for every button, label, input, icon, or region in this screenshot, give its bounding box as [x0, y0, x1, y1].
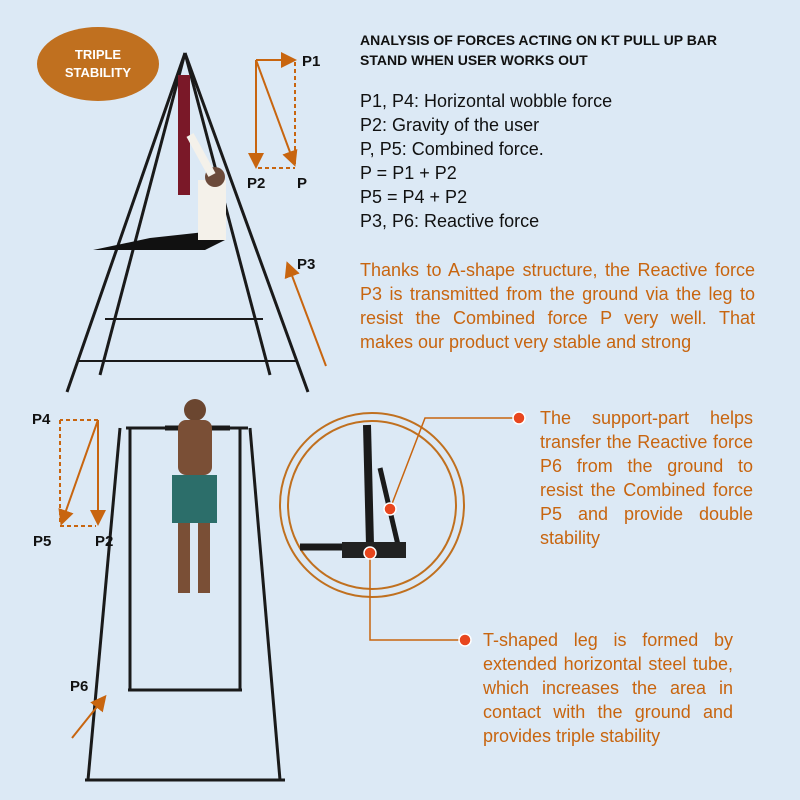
page-title: ANALYSIS OF FORCES ACTING ON KT PULL UP …	[360, 32, 718, 68]
force-diagram-p5	[58, 419, 107, 739]
label-p5: P5	[33, 533, 52, 550]
force-diagram-p	[248, 52, 327, 367]
a-frame-stand	[65, 52, 310, 393]
equation: P = P1 + P2	[360, 163, 457, 183]
marker-dot	[363, 546, 377, 560]
marker-dot	[512, 411, 526, 425]
triple-stability-badge: TRIPLE STABILITY	[37, 27, 159, 101]
force-legend: P1, P4: Horizontal wobble force P2: Grav…	[360, 89, 612, 233]
badge-line2: STABILITY	[64, 65, 132, 80]
detail-circle	[279, 411, 526, 647]
pull-up-bar-stand	[85, 425, 285, 782]
pull-up-man	[172, 399, 217, 593]
equation: P1, P4: Horizontal wobble force	[360, 91, 613, 111]
support-part-callout: The support-part helps transfer the Reac…	[540, 408, 753, 548]
label-p6: P6	[70, 678, 89, 695]
equation: P3, P6: Reactive force	[360, 211, 540, 231]
equation: P2: Gravity of the user	[360, 115, 540, 135]
label-p2-bottom: P2	[95, 533, 114, 550]
marker-dot	[383, 502, 397, 516]
a-shape-paragraph: Thanks to A-shape structure, the Reactiv…	[360, 260, 755, 352]
marker-dot	[458, 633, 472, 647]
label-p1: P1	[302, 53, 321, 70]
label-p: P	[297, 175, 308, 192]
label-p3: P3	[297, 256, 316, 273]
aerial-yoga-user	[93, 75, 226, 250]
equation: P5 = P4 + P2	[360, 187, 468, 207]
equation: P, P5: Combined force.	[360, 139, 544, 159]
label-p2: P2	[247, 175, 266, 192]
badge-line1: TRIPLE	[74, 47, 122, 62]
label-p4: P4	[32, 411, 51, 428]
t-shaped-leg-callout: T-shaped leg is formed by extended horiz…	[483, 630, 733, 746]
